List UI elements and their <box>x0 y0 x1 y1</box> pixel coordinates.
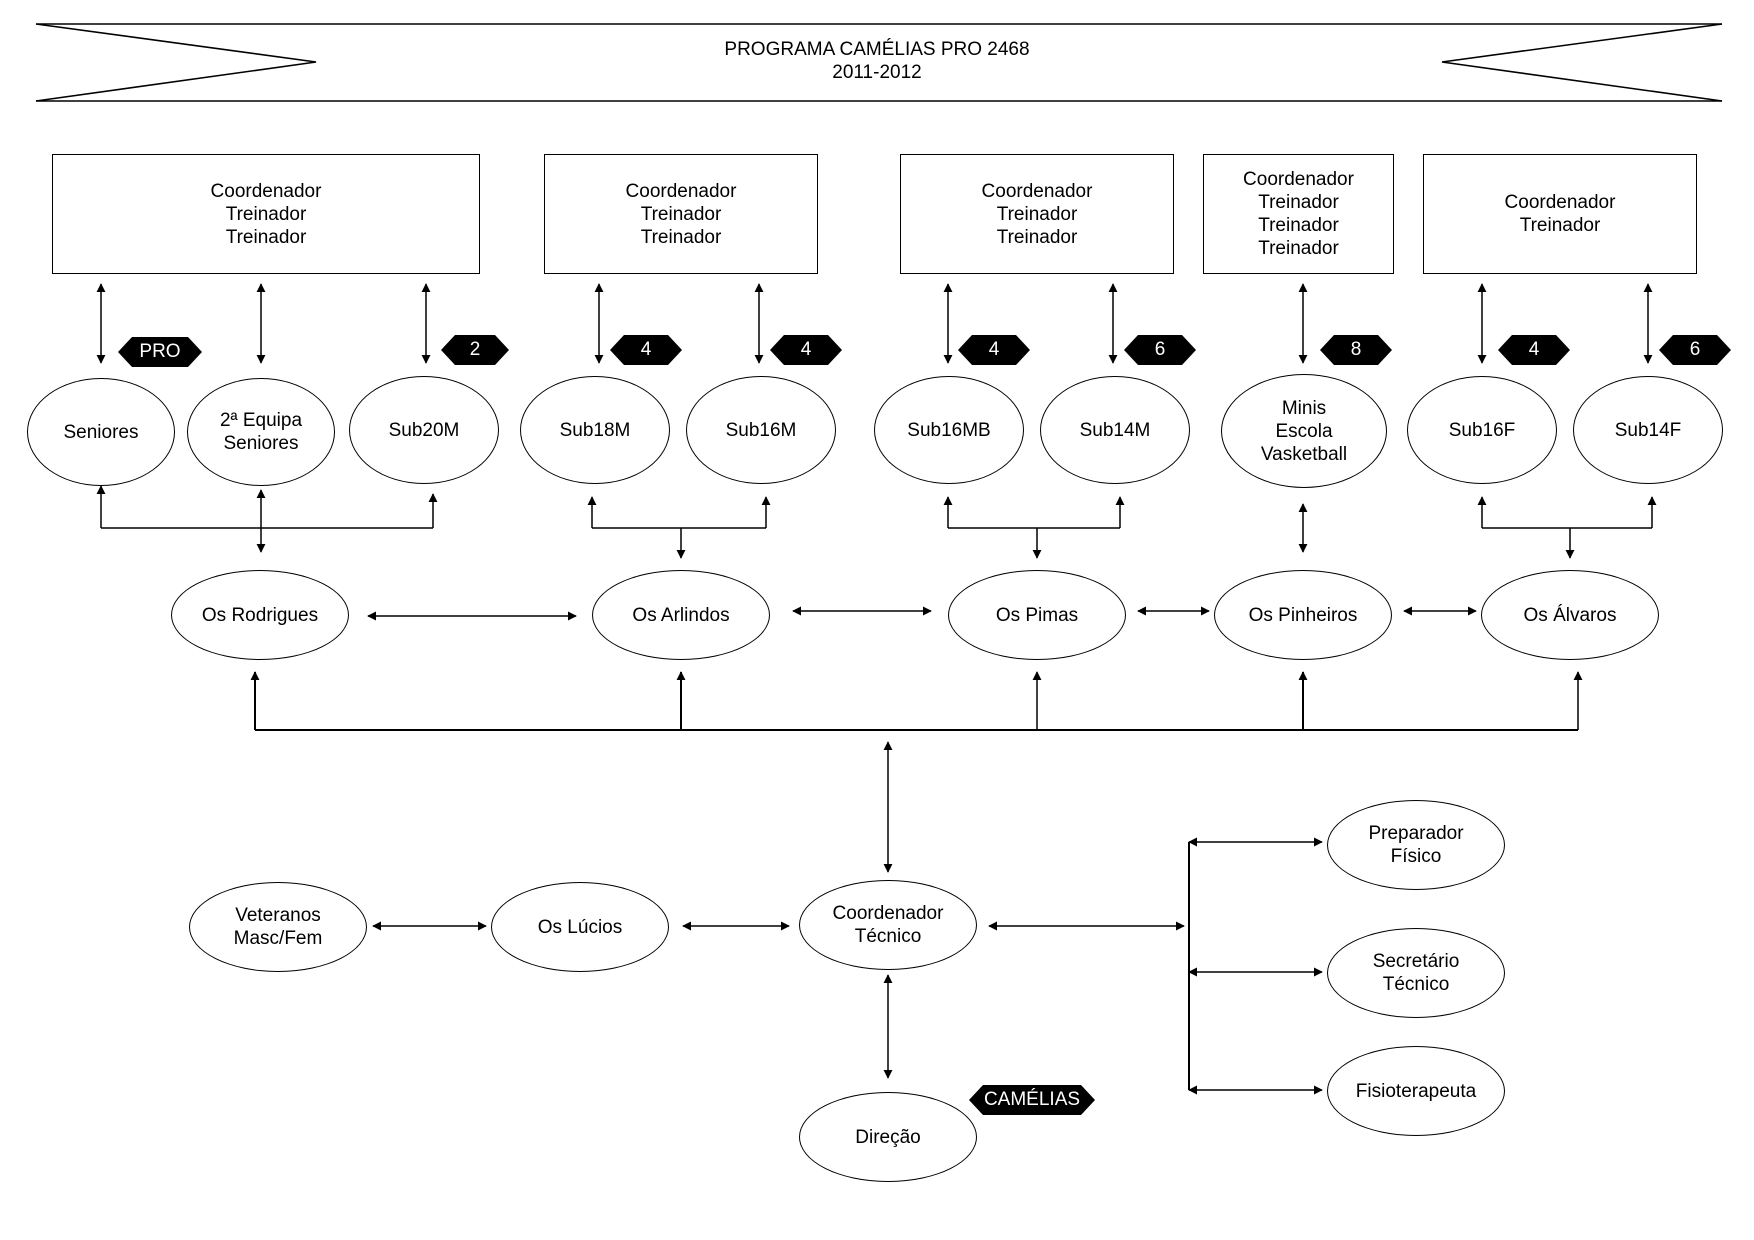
node-os-lucios: Os Lúcios <box>491 882 669 972</box>
team-sub20m: Sub20M <box>349 376 499 484</box>
team-sub16mb: Sub16MB <box>874 376 1024 484</box>
level-badge: 8 <box>1320 335 1392 365</box>
team-sub14f: Sub14F <box>1573 376 1723 484</box>
node-coordenador-tecnico: Coordenador Técnico <box>799 880 977 970</box>
team-sub14m: Sub14M <box>1040 376 1190 484</box>
box-line: Coordenador <box>1243 169 1354 190</box>
box-line: Treinador <box>640 226 722 248</box>
level-badge: 6 <box>1659 335 1731 365</box>
box-line: Treinador <box>225 226 307 248</box>
support-label: Preparador <box>1368 823 1464 844</box>
group-label: Os Álvaros <box>1523 604 1617 626</box>
staff-box: Coordenador Treinador Treinador <box>544 154 818 274</box>
team-sub16f: Sub16F <box>1407 376 1557 484</box>
box-line: Treinador <box>225 203 307 225</box>
level-badge: 4 <box>610 335 682 365</box>
group-os-pinheiros: Os Pinheiros <box>1214 570 1392 660</box>
box-line: Treinador <box>640 203 722 225</box>
box-line: Treinador <box>996 203 1078 225</box>
group-os-pimas: Os Pimas <box>948 570 1126 660</box>
team-label: 2ª Equipa <box>219 410 303 431</box>
staff-box: Coordenador Treinador Treinador <box>900 154 1174 274</box>
group-os-rodrigues: Os Rodrigues <box>171 570 349 660</box>
support-fisioterapeuta: Fisioterapeuta <box>1327 1046 1505 1136</box>
box-line: Treinador <box>1258 192 1339 213</box>
level-badge: PRO <box>118 337 202 367</box>
node-label: Coordenador <box>832 903 944 924</box>
support-label: Secretário <box>1372 951 1460 972</box>
box-line: Coordenador <box>981 180 1093 202</box>
team-sub16m: Sub16M <box>686 376 836 484</box>
team-label: Escola <box>1275 420 1333 442</box>
node-veteranos: Veteranos Masc/Fem <box>189 882 367 972</box>
team-label: Sub14M <box>1079 419 1151 441</box>
staff-box: Coordenador Treinador Treinador <box>52 154 480 274</box>
group-label: Os Pimas <box>995 604 1079 626</box>
team-label: Sub16MB <box>907 419 991 441</box>
subtitle-line: 2011-2012 <box>832 62 922 83</box>
box-line: Coordenador <box>1504 192 1616 213</box>
team-label: Vasketball <box>1260 443 1348 465</box>
box-line: Treinador <box>1519 215 1601 236</box>
node-label: Masc/Fem <box>233 928 323 949</box>
diagram-title: PROGRAMA CAMÉLIAS PRO 2468 2011-2012 <box>0 38 1754 84</box>
level-badge: 4 <box>958 335 1030 365</box>
team-label: Seniores <box>223 433 299 454</box>
team-label: Sub16F <box>1448 419 1516 441</box>
support-label: Técnico <box>1382 974 1450 995</box>
level-badge: 4 <box>770 335 842 365</box>
team-label: Seniores <box>63 421 139 443</box>
node-label: Veteranos <box>235 905 321 926</box>
group-os-arlindos: Os Arlindos <box>592 570 770 660</box>
team-label: Minis <box>1281 397 1327 419</box>
group-label: Os Pinheiros <box>1248 604 1358 626</box>
box-line: Coordenador <box>210 180 322 202</box>
team-sub18m: Sub18M <box>520 376 670 484</box>
box-line: Treinador <box>1258 215 1339 236</box>
support-label: Fisioterapeuta <box>1355 1080 1477 1102</box>
node-direcao: Direção <box>799 1092 977 1182</box>
node-label: Direção <box>855 1126 921 1148</box>
box-line: Treinador <box>1258 238 1339 259</box>
camelias-badge: CAMÉLIAS <box>969 1085 1095 1115</box>
team-2a-equipa-seniores: 2ª Equipa Seniores <box>187 378 335 486</box>
team-minis-escola-vasketball: Minis Escola Vasketball <box>1221 374 1387 488</box>
title-banner <box>35 23 1723 102</box>
node-label: Técnico <box>854 926 922 947</box>
staff-box: Coordenador Treinador Treinador Treinado… <box>1203 154 1394 274</box>
group-os-alvaros: Os Álvaros <box>1481 570 1659 660</box>
support-secretario-tecnico: Secretário Técnico <box>1327 928 1505 1018</box>
box-line: Coordenador <box>625 180 737 202</box>
level-badge: 2 <box>441 335 509 365</box>
team-label: Sub18M <box>559 419 631 441</box>
node-label: Os Lúcios <box>537 916 623 938</box>
team-label: Sub16M <box>725 419 797 441</box>
support-label: Físico <box>1390 846 1442 867</box>
group-label: Os Rodrigues <box>201 604 319 626</box>
team-label: Sub14F <box>1614 419 1682 441</box>
team-label: Sub20M <box>388 419 460 441</box>
level-badge: 4 <box>1498 335 1570 365</box>
level-badge: 6 <box>1124 335 1196 365</box>
box-line: Treinador <box>996 226 1078 248</box>
staff-box: Coordenador Treinador <box>1423 154 1697 274</box>
group-label: Os Arlindos <box>632 604 730 626</box>
support-preparador-fisico: Preparador Físico <box>1327 800 1505 890</box>
title-line: PROGRAMA CAMÉLIAS PRO 2468 <box>724 39 1030 60</box>
team-seniores: Seniores <box>27 378 175 486</box>
